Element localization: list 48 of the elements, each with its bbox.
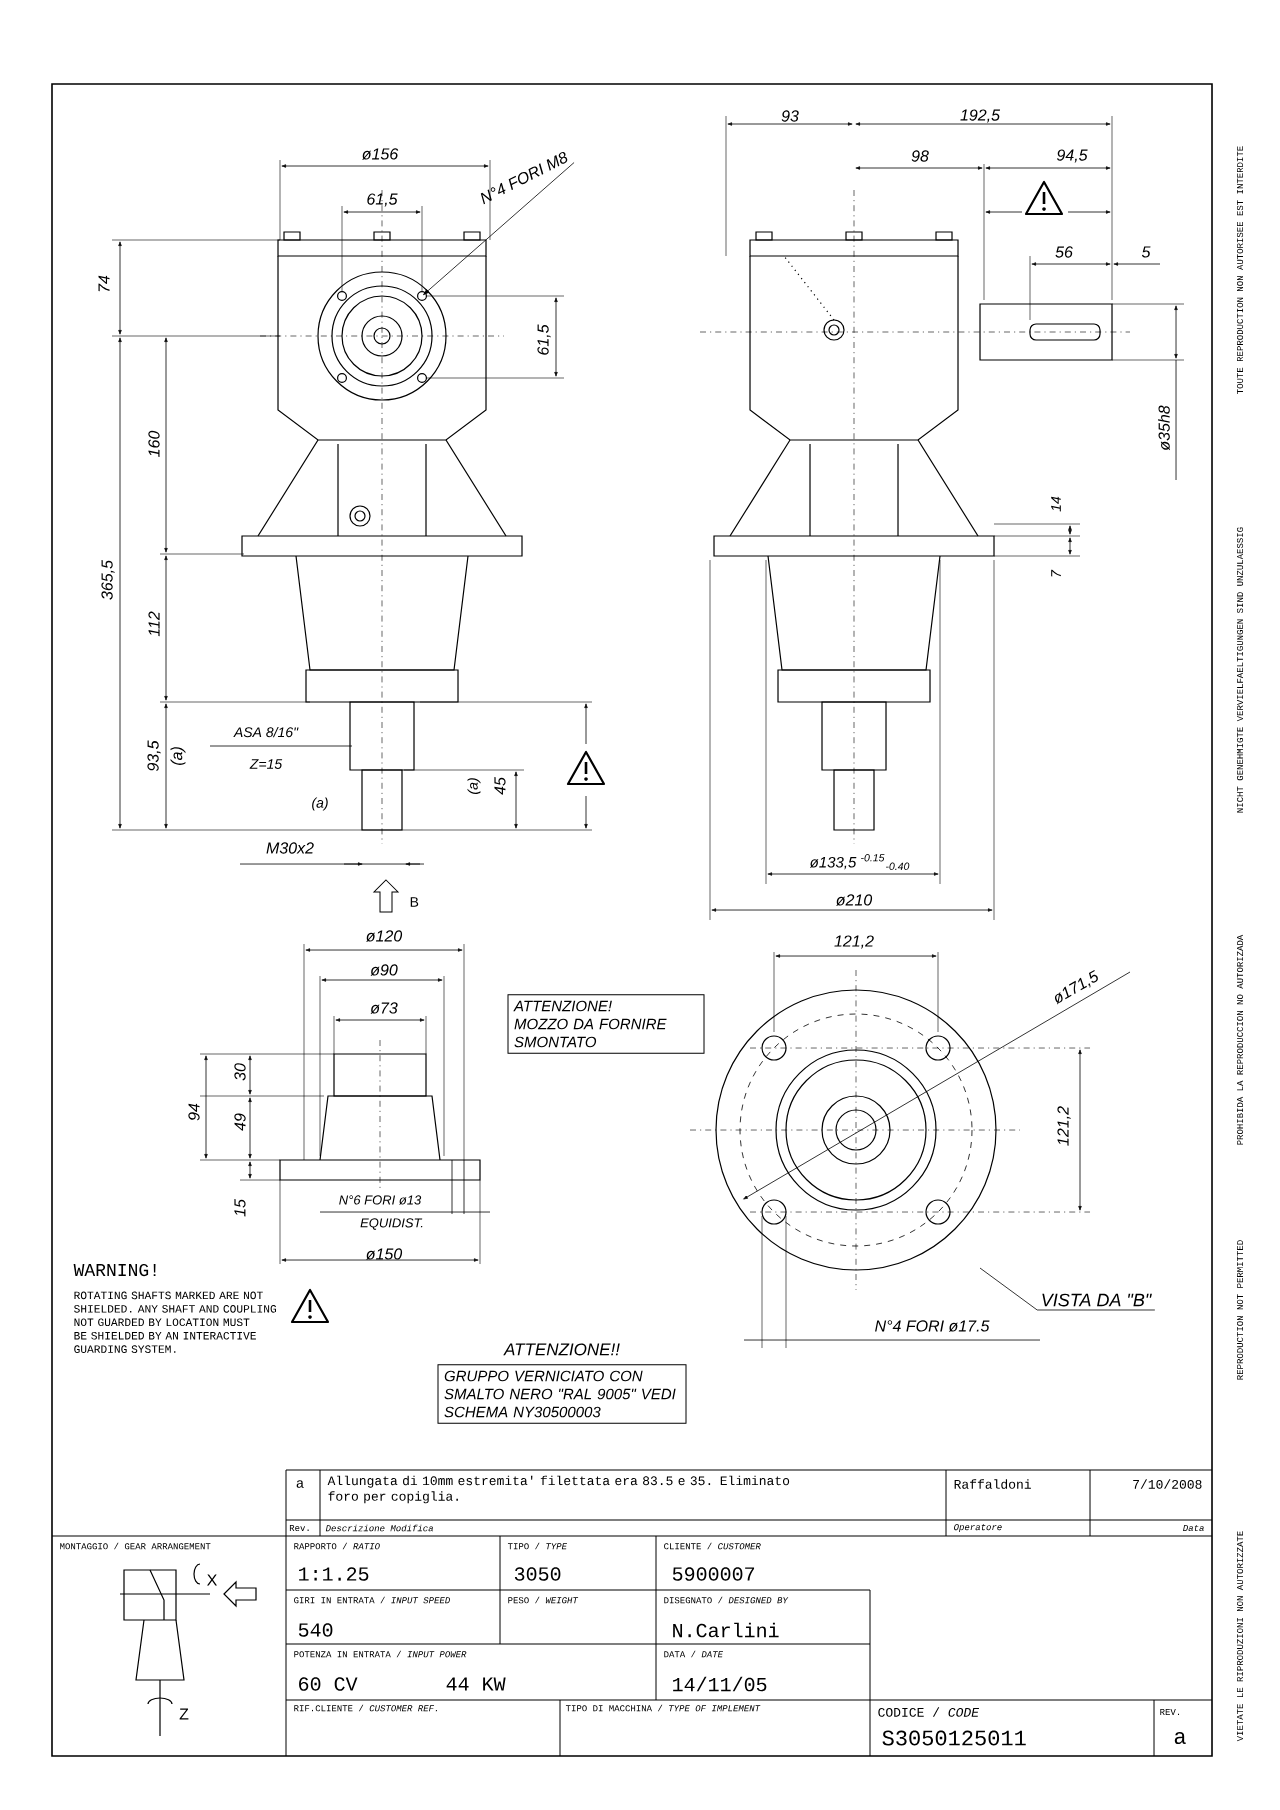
field-value: 3050 — [514, 1567, 561, 1581]
dimension-label: 56 — [1055, 246, 1073, 258]
dimension-label: M30x2 — [266, 842, 314, 854]
field-value: 60 CV — [299, 1677, 358, 1691]
dimension-label: 15 — [234, 1199, 246, 1217]
dimension-label: 61,5 — [537, 324, 551, 355]
dimension-label: 49 — [234, 1113, 246, 1131]
field-value: a — [1174, 1732, 1186, 1745]
field-value: N.Carlini — [673, 1622, 779, 1638]
dimension-label: 94 — [188, 1103, 200, 1121]
field-value: 14/11/05 — [673, 1676, 767, 1692]
dimension-label: N°4 FORI ø17.5 — [875, 1320, 990, 1332]
dimension-label: 112 — [148, 611, 160, 637]
dimension-label: 121,2 — [1057, 1106, 1071, 1146]
dimension-label: 61,5 — [367, 193, 398, 207]
view-label: VISTA DA "B" — [1042, 1293, 1152, 1307]
axis-letter: Z — [179, 1708, 189, 1720]
dimension-label: 192,5 — [960, 109, 1001, 123]
dimension-label: ø90 — [370, 964, 398, 976]
dimension-label: ø35h8 — [1158, 405, 1170, 451]
dimension-label: ø210 — [836, 894, 873, 906]
field-value: 540 — [298, 1623, 333, 1637]
field-value: 44 KW — [446, 1677, 506, 1691]
note-heading: ATTENZIONE!! — [503, 1343, 620, 1356]
axis-letter: X — [207, 1574, 217, 1586]
dimension-label: ø73 — [370, 1002, 398, 1014]
leader-text: N°4 FORI M8 — [480, 151, 568, 205]
dimension-label: 160 — [148, 430, 160, 457]
leader-line — [423, 162, 575, 296]
dimension-label: 5 — [1141, 246, 1151, 258]
dimension-label: 74 — [98, 275, 110, 292]
dimension-label: ø156 — [362, 148, 399, 160]
dimension-label: (a) — [170, 747, 186, 766]
dimension-label: 365,5 — [101, 559, 115, 600]
dimension-label: 93 — [781, 110, 799, 122]
leader-line — [979, 1267, 1156, 1311]
dimension-label: 94,5 — [1056, 149, 1088, 163]
field-value: 5900007 — [672, 1567, 755, 1581]
dimension-label: 30 — [234, 1063, 246, 1081]
field-value: 1:1.25 — [299, 1567, 369, 1581]
dimension-label: 98 — [911, 150, 929, 162]
dimension-label: ø150 — [366, 1248, 403, 1260]
dimension-label: 121,2 — [834, 935, 874, 949]
dimension-label: ø120 — [366, 930, 403, 942]
warning-heading: WARNING! — [73, 1263, 156, 1277]
dimension-label: 93,5 — [147, 740, 161, 772]
dimension-label: 45 — [494, 777, 506, 795]
field-value: S3050125011 — [882, 1730, 1026, 1746]
